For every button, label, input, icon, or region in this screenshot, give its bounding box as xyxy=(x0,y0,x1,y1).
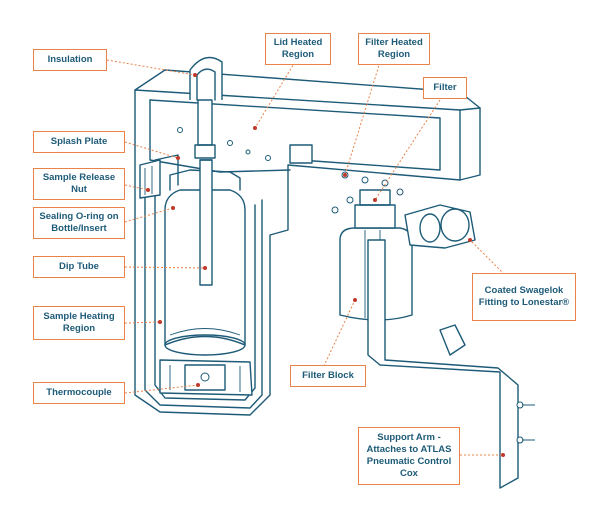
label-dip-tube: Dip Tube xyxy=(33,256,125,278)
label-splash-plate: Splash Plate xyxy=(33,131,125,153)
label-support-arm: Support Arm - Attaches to ATLAS Pneumati… xyxy=(358,427,460,485)
leader-lines xyxy=(106,59,511,457)
label-filter: Filter xyxy=(423,77,467,99)
label-sealing-oring: Sealing O-ring on Bottle/Insert xyxy=(33,207,125,239)
label-sample-release-nut: Sample Release Nut xyxy=(33,168,125,200)
label-thermocouple: Thermocouple xyxy=(33,382,125,404)
apparatus-body xyxy=(134,56,535,489)
label-sample-heating-region: Sample Heating Region xyxy=(33,306,125,340)
label-coated-swagelok-fitting: Coated Swagelok Fitting to Lonestar® xyxy=(472,273,576,321)
label-insulation: Insulation xyxy=(33,49,107,71)
label-filter-block: Filter Block xyxy=(290,365,366,387)
label-filter-heated-region: Filter Heated Region xyxy=(358,33,430,65)
label-lid-heated-region: Lid Heated Region xyxy=(265,33,331,65)
